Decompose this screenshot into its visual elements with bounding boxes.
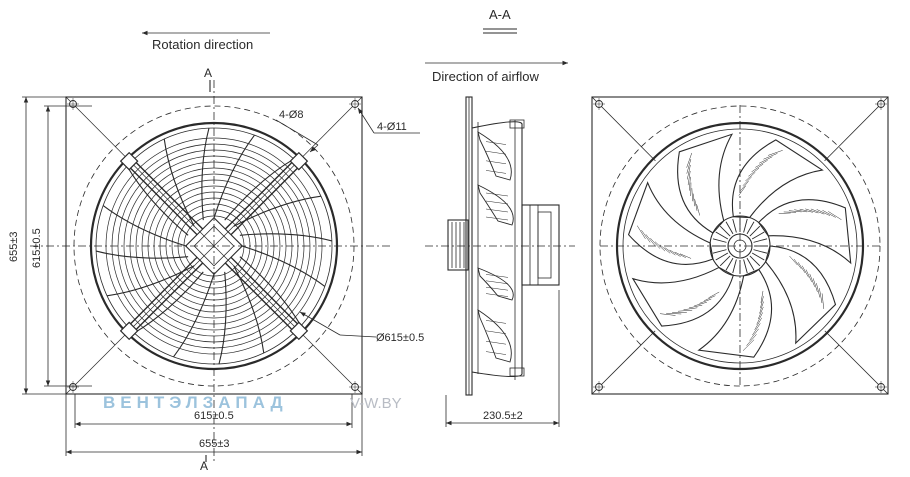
vertical-dimensions: 655±3 615±0.5 <box>8 96 92 395</box>
motor-support-struts <box>65 96 363 395</box>
depth-dimension: 230.5±2 <box>445 290 560 427</box>
section-title: A-A <box>489 7 511 22</box>
rear-plate <box>591 96 889 395</box>
blades-side <box>477 131 514 363</box>
rear-mounting-holes <box>593 98 887 393</box>
horizontal-dimensions: 615±0.5 655±3 <box>65 394 363 456</box>
diameter-label: Ø615±0.5 <box>376 332 424 344</box>
dim-615-horizontal: 615±0.5 <box>194 410 234 422</box>
motor-hub <box>184 216 244 276</box>
mounting-holes <box>67 98 361 393</box>
rear-diagonals <box>591 96 889 395</box>
side-view <box>425 96 575 396</box>
section-mark-bottom: A <box>200 459 208 473</box>
dim-655-horizontal: 655±3 <box>199 438 230 450</box>
impeller-blades <box>627 133 852 358</box>
rear-view <box>591 96 889 395</box>
watermark-brand: ВЕНТЭЛЗАПАД <box>103 393 288 412</box>
hole-label-large: 4-Ø11 <box>377 121 407 133</box>
watermark-site: V-W.BY <box>350 395 402 412</box>
rotation-direction-label: Rotation direction <box>152 37 253 52</box>
motor-hub-inner <box>193 225 235 267</box>
section-mark-top: A <box>204 66 212 80</box>
depth-label: 230.5±2 <box>483 410 523 422</box>
rotor-hub-ribs <box>712 218 768 274</box>
hole-label-small: 4-Ø8 <box>279 109 303 121</box>
motor-side <box>521 204 560 286</box>
front-view <box>30 80 390 462</box>
dim-655-vertical: 655±3 <box>8 231 20 262</box>
dim-615-vertical: 615±0.5 <box>31 228 43 268</box>
airflow-label: Direction of airflow <box>432 69 540 84</box>
wire-guard-spokes <box>95 127 333 365</box>
